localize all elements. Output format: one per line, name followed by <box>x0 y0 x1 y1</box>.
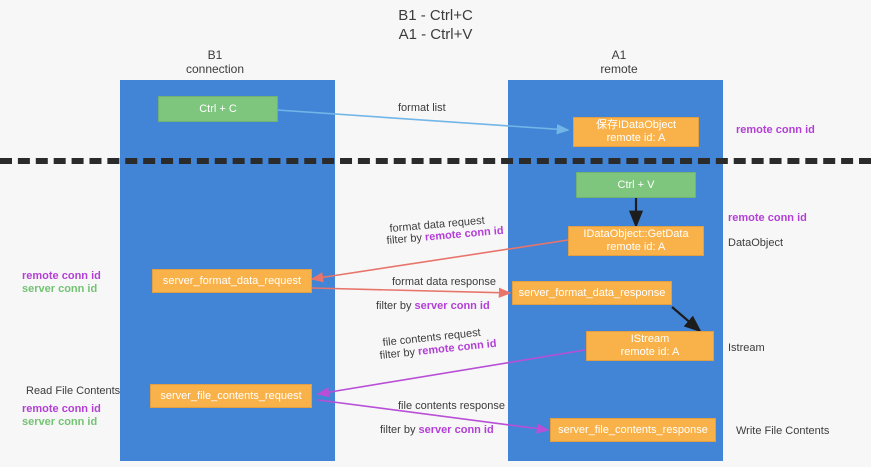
box-istream-line-2: remote id: A <box>620 346 680 358</box>
server-conn-id-key: server conn id <box>418 424 494 436</box>
box-ctrl-c[interactable]: Ctrl + C <box>158 96 278 122</box>
edge-label-file-contents-response-line-2: filter by server conn id <box>380 423 494 437</box>
title-line-1: B1 - Ctrl+C <box>398 7 473 24</box>
column-header-b1-role: connection <box>185 62 245 76</box>
annotation-left-server-conn-id-bot: server conn id <box>22 416 98 428</box>
annotation-left-remote-conn-id-mid: remote conn id <box>22 270 101 282</box>
annotation-istream: Istream <box>728 342 765 354</box>
column-header-b1: B1 connection <box>150 48 280 76</box>
box-istream[interactable]: IStream remote id: A <box>586 331 714 361</box>
phase-separator <box>0 158 871 164</box>
box-server-format-data-request[interactable]: server_format_data_request <box>152 269 312 293</box>
box-server-format-data-response-label: server_format_data_response <box>518 286 666 299</box>
annotation-dataobject: DataObject <box>728 237 784 249</box>
box-server-format-data-request-label: server_format_data_request <box>162 274 302 287</box>
annotation-remote-conn-id-top: remote conn id <box>736 124 815 136</box>
page-title: B1 - Ctrl+C A1 - Ctrl+V <box>0 6 871 44</box>
annotation-write-file-contents: Write File Contents <box>736 425 830 437</box>
box-server-file-contents-response-label: server_file_contents_response <box>558 423 708 436</box>
box-server-file-contents-response[interactable]: server_file_contents_response <box>550 418 716 442</box>
annotation-read-file-contents: Read File Contents <box>26 385 121 397</box>
title-line-2: A1 - Ctrl+V <box>398 26 473 43</box>
filter-by-text: filter by <box>380 424 419 436</box>
box-idataobject-line-2: remote id: A <box>606 132 666 144</box>
edge-label-format-data-response-line-1: format data response <box>392 276 496 288</box>
box-getdata-line-2: remote id: A <box>606 241 666 253</box>
annotation-remote-conn-id-mid: remote conn id <box>728 212 807 224</box>
box-idataobject-line-1: 保存IDataObject <box>595 119 677 131</box>
column-header-b1-name: B1 <box>207 48 223 62</box>
filter-by-text: filter by <box>376 300 415 312</box>
edge-label-format-list: format list <box>398 102 446 114</box>
box-ctrl-c-label: Ctrl + C <box>199 102 237 115</box>
box-server-file-contents-request-label: server_file_contents_request <box>160 389 302 402</box>
edge-label-file-contents-response-line-1: file contents response <box>398 400 506 412</box>
box-idataobject[interactable]: 保存IDataObject remote id: A <box>573 117 699 147</box>
box-server-file-contents-request[interactable]: server_file_contents_request <box>150 384 312 408</box>
annotation-left-remote-conn-id-bot: remote conn id <box>22 403 101 415</box>
box-istream-line-1: IStream <box>630 333 670 345</box>
box-getdata-line-1: IDataObject::GetData <box>583 228 689 240</box>
annotation-left-server-conn-id-mid: server conn id <box>22 283 98 295</box>
box-ctrl-v[interactable]: Ctrl + V <box>576 172 696 198</box>
column-header-a1-role: remote <box>600 62 638 76</box>
box-ctrl-v-label: Ctrl + V <box>617 178 655 191</box>
edge-label-format-data-response-line-2: filter by server conn id <box>376 299 490 313</box>
box-server-format-data-response[interactable]: server_format_data_response <box>512 281 672 305</box>
server-conn-id-key: server conn id <box>414 300 490 312</box>
box-getdata[interactable]: IDataObject::GetData remote id: A <box>568 226 704 256</box>
filter-by-text: filter by <box>379 345 419 362</box>
filter-by-text: filter by <box>386 231 426 247</box>
column-header-a1: A1 remote <box>554 48 684 76</box>
column-header-a1-name: A1 <box>611 48 627 62</box>
